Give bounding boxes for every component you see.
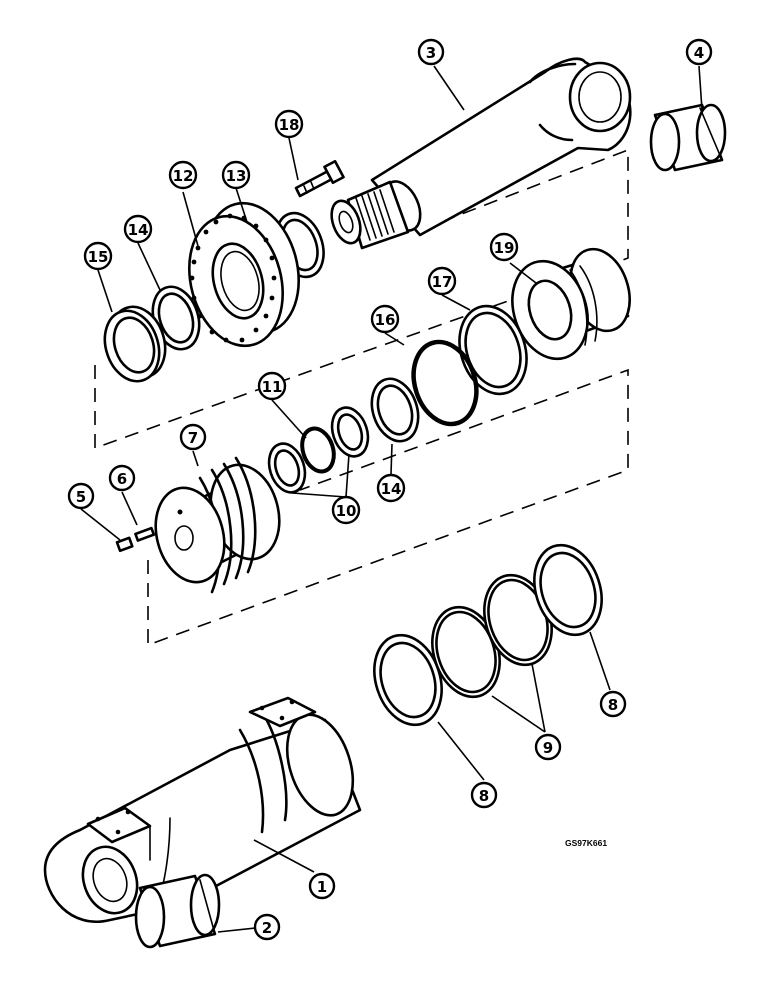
callout-12: 12 [168,160,198,190]
callout-18: 18 [274,109,304,139]
svg-text:7: 7 [188,429,198,447]
svg-text:11: 11 [262,378,283,396]
svg-text:2: 2 [262,919,272,937]
callout-16: 16 [370,304,400,334]
callout-19: 19 [489,232,519,262]
pin [134,526,156,542]
callout-5: 5 [67,482,95,510]
bushing-top [649,103,727,172]
svg-text:15: 15 [88,248,109,266]
cylinder-head [511,247,631,361]
rod-thread [355,189,395,241]
seal-11 [300,426,336,474]
wear-ring-10-b [267,442,307,494]
wear-ring-10-a [330,406,370,458]
callout-8-right: 8 [599,690,627,718]
svg-text:14: 14 [381,480,402,498]
callout-2: 2 [253,913,281,941]
svg-text:3: 3 [426,44,436,62]
callout-3: 3 [417,38,445,66]
callout-1: 1 [308,872,336,900]
flange-bolt-holes [189,213,277,343]
drawing-reference-code: GS97K661 [565,838,607,848]
seal-ring-14-lower [370,377,420,443]
callout-9: 9 [534,733,562,761]
piston-rod [330,57,632,250]
svg-text:9: 9 [543,739,553,757]
leader-lines [80,65,703,933]
svg-text:12: 12 [173,167,194,185]
callout-14-upper: 14 [123,214,153,244]
callout-8-lower: 8 [470,781,498,809]
callout-6: 6 [108,464,136,492]
svg-text:17: 17 [432,273,453,291]
callout-7: 7 [179,423,207,451]
svg-text:18: 18 [279,116,300,134]
svg-text:8: 8 [608,696,618,714]
svg-text:19: 19 [494,239,515,257]
backup-ring-17 [458,304,528,396]
callout-13: 13 [221,160,251,190]
svg-text:16: 16 [375,311,396,329]
bolt [294,159,345,198]
wear-ring-8-left [373,633,443,727]
svg-text:1: 1 [317,878,327,896]
callout-17: 17 [427,266,457,296]
wear-ring-8-right [533,543,603,637]
svg-text:14: 14 [128,221,149,239]
gland-flange [187,201,301,348]
svg-text:8: 8 [479,787,489,805]
svg-text:4: 4 [694,44,704,62]
svg-text:6: 6 [117,470,127,488]
svg-text:5: 5 [76,488,86,506]
piston [154,456,281,594]
svg-text:13: 13 [226,167,247,185]
threaded-seal [103,305,167,383]
callout-14-lower: 14 [376,473,406,503]
cylinder-barrel [43,696,362,923]
bushing-bottom [134,873,221,949]
svg-text:10: 10 [336,502,357,520]
callout-15: 15 [83,241,113,271]
callout-4: 4 [685,38,713,66]
callout-11: 11 [257,371,287,401]
seal-ring-14-upper [151,285,201,351]
callout-10: 10 [331,495,361,525]
set-screw [115,536,134,553]
o-ring-16 [411,339,479,427]
